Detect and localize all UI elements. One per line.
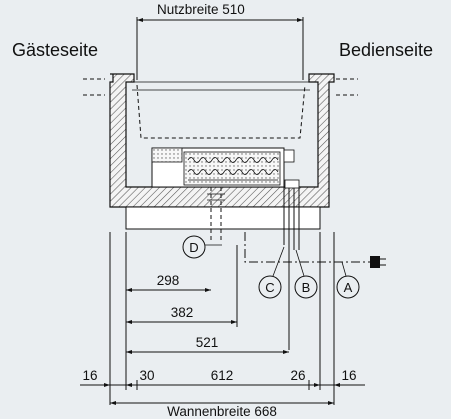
tub-width-label: Wannenbreite 668: [167, 404, 277, 419]
insulated-tub-body: [109, 73, 335, 208]
callout-c-leader: [272, 246, 285, 277]
dim-left-16-label: 16: [82, 368, 97, 383]
dim-382-label: 382: [171, 305, 194, 320]
usable-width-label: Nutzbreite 510: [157, 2, 245, 17]
callout-d-circle: [182, 235, 206, 259]
countertop-markers: [83, 78, 358, 96]
dim-521-label: 521: [196, 335, 219, 350]
dim-298-label: 298: [157, 273, 180, 288]
dim-26-label: 26: [290, 368, 305, 383]
callout-b-leader: [295, 249, 305, 277]
chain-dimension: [80, 380, 365, 390]
callout-c-circle: [258, 275, 282, 299]
callout-b-circle: [294, 275, 318, 299]
usable-width-dimension: [136, 17, 304, 80]
operator-side-label: Bedienseite: [339, 40, 433, 60]
cable-pipes: [283, 179, 300, 350]
guest-side-label: Gästeseite: [12, 40, 98, 60]
callout-c-label: C: [265, 280, 274, 295]
gastronorm-container: [130, 81, 312, 139]
drain-pipe: [207, 187, 225, 240]
callout-d-label: D: [189, 240, 198, 255]
dim-612-label: 612: [211, 368, 234, 383]
base-plate: [125, 206, 321, 230]
mains-cable: [244, 232, 372, 263]
callout-a-leader: [341, 261, 347, 277]
heating-element: [151, 147, 295, 188]
mains-plug-icon: [370, 256, 386, 268]
extension-lines: [109, 232, 335, 405]
callout-b-label: B: [302, 280, 311, 295]
callout-a-circle: [336, 275, 360, 299]
dim-right-16-label: 16: [341, 368, 356, 383]
dim-30-label: 30: [139, 368, 154, 383]
callout-a-label: A: [344, 280, 353, 295]
